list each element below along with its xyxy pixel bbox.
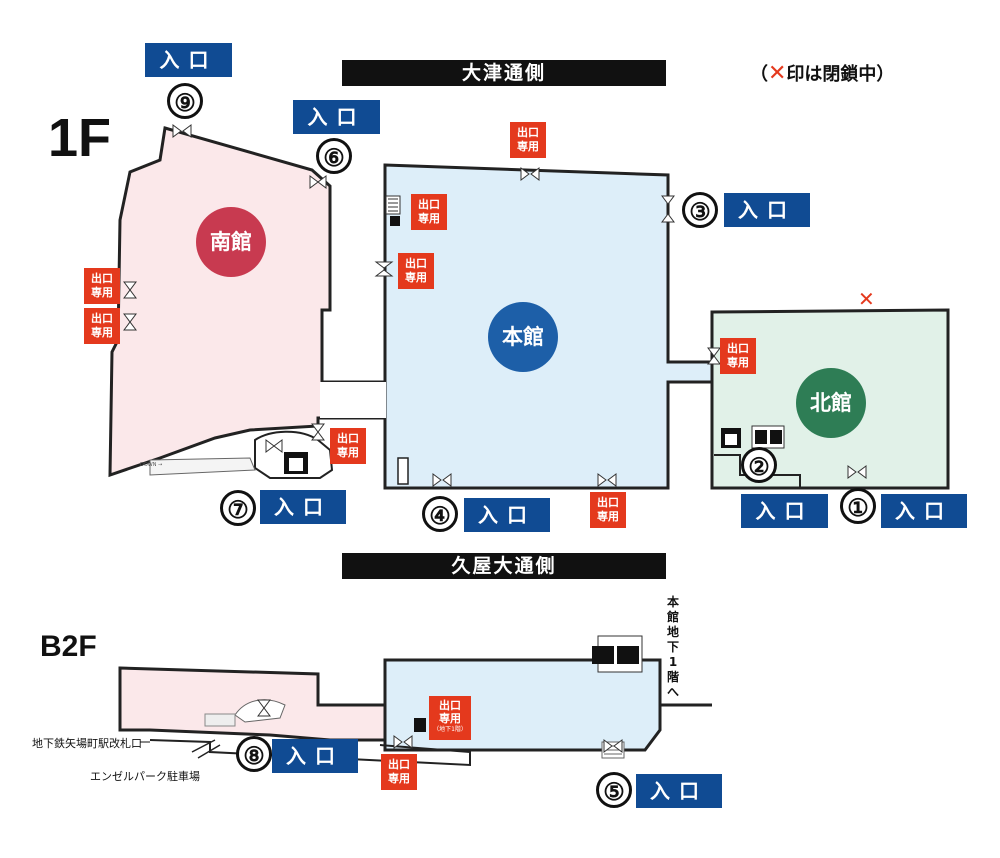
floor-label-1f: 1F [48,108,112,168]
closed-note-paren: （ [750,64,768,85]
exit-line2: 専用 [517,140,539,153]
entrance-8-label[interactable]: 入口 [272,739,358,773]
parking-label: エンゼルパーク駐車場 [90,770,200,783]
door-icon [257,699,623,753]
building-main[interactable]: 本館 [488,302,558,372]
entrance-3-number: ③ [682,192,718,228]
stairs-icon [414,718,426,732]
exit-line1: 出口 [388,758,410,771]
entrance-1-label[interactable]: 入口 [881,494,967,528]
entrance-9-label[interactable]: 入口 [145,43,232,77]
subway-gate-label: 地下鉄矢場町駅改札口 [32,737,142,750]
escalator-icon [592,635,643,673]
exit-line1: 出口 [91,312,113,325]
entrance-9-number: ⑨ [167,83,203,119]
building-north[interactable]: 北館 [796,368,866,438]
exit-floor-note: （地下1階） [433,726,467,733]
exit-only-label: 出口専用 [84,268,120,304]
entrance-6-label[interactable]: 入口 [293,100,380,134]
closed-note: （✕印は閉鎖中） [750,60,894,86]
exit-line2: 専用 [405,271,427,284]
exit-line2: 専用 [91,286,113,299]
exit-only-label: 出口専用 [381,754,417,790]
street-banner-hisaya: 久屋大通側 [342,553,666,579]
closed-note-mark: ✕ [768,61,787,86]
door-icon [123,124,867,487]
exit-line1: 出口 [405,257,427,270]
exit-line1: 出口 [337,432,359,445]
street-banner-otsu: 大津通側 [342,60,666,86]
entrance-6-number: ⑥ [316,138,352,174]
exit-line1: 出口 [727,342,749,355]
exit-only-label: 出口専用 [84,308,120,344]
exit-only-label: 出口専用 [411,194,447,230]
exit-line1: 出口 [439,699,461,712]
entrance-7-label[interactable]: 入口 [260,490,346,524]
escalator-icon [751,425,785,449]
down-label-1: DOWN → [140,462,162,468]
exit-only-label-b2-main: 出口専用（地下1階） [429,696,471,740]
exit-line2: 専用 [727,356,749,369]
exit-only-label: 出口専用 [590,492,626,528]
south-building-1f [108,126,387,478]
entrance-5-number: ⑤ [596,772,632,808]
entrance-5-label[interactable]: 入口 [636,774,722,808]
stairs-icon [385,195,401,226]
building-south[interactable]: 南館 [196,207,266,277]
exit-line1: 出口 [91,272,113,285]
elevator-icon [284,452,308,474]
exit-line2: 専用 [91,326,113,339]
exit-line1: 出口 [418,198,440,211]
closed-note-text: 印は閉鎖中） [786,64,895,85]
entrance-4-label[interactable]: 入口 [464,498,550,532]
entrance-2-label[interactable]: 入口 [741,494,828,528]
exit-only-label: 出口専用 [510,122,546,158]
exit-line2: 専用 [597,510,619,523]
exit-line1: 出口 [597,496,619,509]
entrance-4-number: ④ [422,496,458,532]
exit-only-label: 出口専用 [720,338,756,374]
exit-line2: 専用 [418,212,440,225]
entrance-8-number: ⑧ [236,736,272,772]
elevator-icon [721,428,741,448]
exit-line2: 専用 [439,712,461,725]
exit-only-label: 出口専用 [330,428,366,464]
closed-mark-north: ✕ [858,287,875,311]
floor-label-b2f: B2F [40,630,97,663]
exit-line2: 専用 [337,446,359,459]
exit-line1: 出口 [517,126,539,139]
entrance-1-number: ① [840,488,876,524]
entrance-3-label[interactable]: 入口 [724,193,810,227]
entrance-7-number: ⑦ [220,490,256,526]
exit-line2: 専用 [388,772,410,785]
entrance-2-number: ② [741,447,777,483]
exit-only-label: 出口専用 [398,253,434,289]
